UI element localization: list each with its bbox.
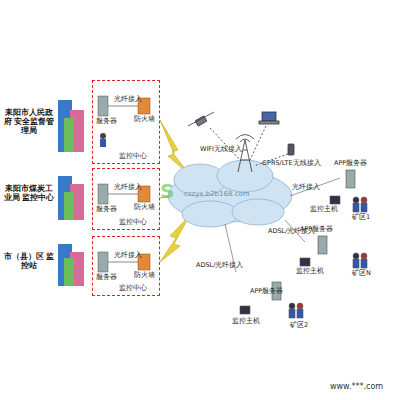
- group-title: 监控中心: [119, 218, 147, 227]
- device-label: 防火墙: [134, 204, 155, 212]
- device-label: GPRS/LTE无线接入: [262, 160, 321, 168]
- building-icon: [58, 100, 84, 286]
- device-label: 监控主机: [232, 318, 260, 326]
- device-label: 光纤接入: [114, 96, 142, 104]
- site-name: 耒阳市煤炭工业局 监控中心: [2, 184, 56, 202]
- device-label: 监控主机: [296, 268, 324, 276]
- device-label: 服务器: [96, 118, 117, 126]
- device-label: czzyx.b2b168.com: [184, 190, 250, 198]
- device-label: 防火墙: [134, 116, 155, 124]
- device-label: 服务器: [96, 206, 117, 214]
- device-label: APP服务器: [250, 288, 283, 296]
- device-label: 光纤接入: [292, 184, 320, 192]
- device-label: 防火墙: [134, 272, 155, 280]
- site-name: 市（县）区 监控站: [2, 252, 56, 270]
- device-label: APP服务器: [334, 160, 367, 168]
- site-name: 耒阳市人民政府 安全监督管理局: [2, 108, 56, 135]
- device-label: ADSL/光纤接入: [196, 262, 243, 270]
- group-title: 监控中心: [119, 284, 147, 293]
- svg-text:S: S: [160, 179, 174, 203]
- device-label: 光纤接入: [114, 184, 142, 192]
- device-label: APP服务器: [300, 226, 333, 234]
- center-group: 监控中心: [92, 168, 160, 230]
- internet-cloud: [168, 160, 292, 227]
- device-label: 矿区2: [290, 322, 308, 330]
- group-title: 监控中心: [119, 152, 147, 161]
- device-label: 矿区N: [352, 270, 371, 278]
- device-label: 监控主机: [310, 206, 338, 214]
- center-group: 监控中心: [92, 236, 160, 296]
- device-label: 矿区1: [352, 214, 370, 222]
- device-label: WIFI无线接入: [200, 146, 242, 154]
- device-label: 服务器: [96, 274, 117, 282]
- device-label: www.***.com: [330, 382, 383, 392]
- device-label: 光纤接入: [114, 252, 142, 260]
